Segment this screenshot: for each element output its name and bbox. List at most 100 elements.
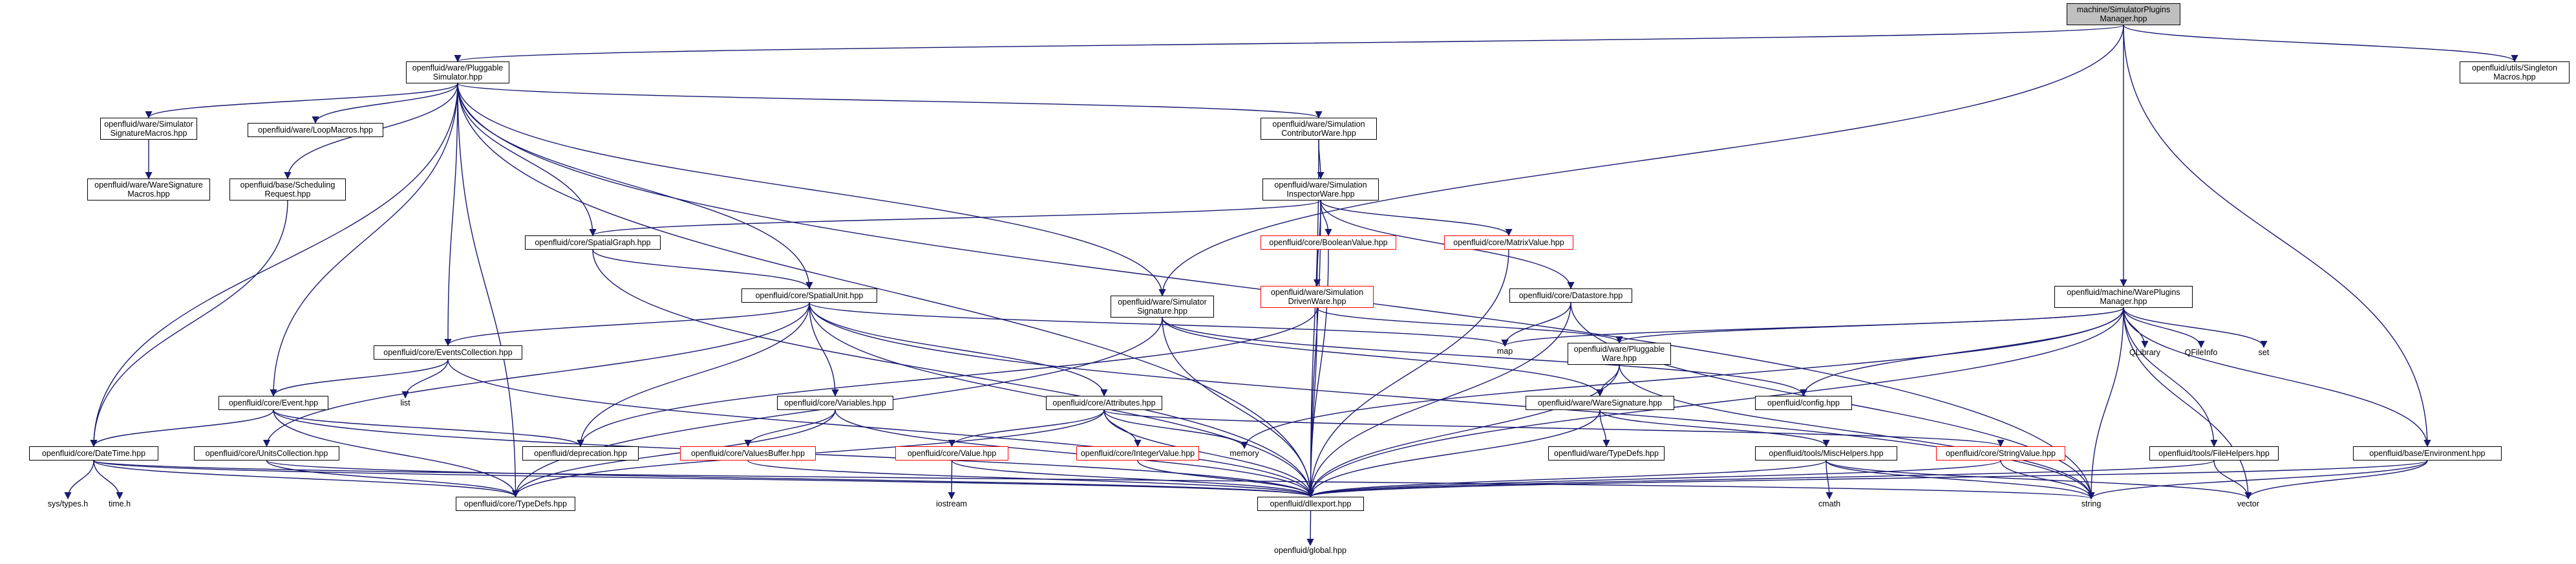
- edge-waresig-typedefsware: [1599, 409, 1610, 448]
- node-misc-helpers[interactable]: openfluid/tools/MiscHelpers.hpp: [1755, 446, 1897, 461]
- label-qfileinfo: QFileInfo: [2184, 348, 2218, 357]
- node-ware-signature-macros[interactable]: openfluid/ware/WareSignature Macros.hpp: [87, 179, 210, 201]
- node-ware-signature[interactable]: openfluid/ware/WareSignature.hpp: [1526, 396, 1674, 410]
- edge-unitscoll-coretypedefs: [266, 460, 519, 498]
- node-variables[interactable]: openfluid/core/Variables.hpp: [777, 396, 893, 410]
- label-global: openfluid/global.hpp: [1274, 546, 1347, 555]
- edge-wpm-vector: [2123, 307, 2252, 500]
- node-driven-ware[interactable]: openfluid/ware/Simulation DrivenWare.hpp: [1261, 286, 1374, 308]
- node-deprecation[interactable]: openfluid/deprecation.hpp: [522, 446, 639, 461]
- node-file-helpers[interactable]: openfluid/tools/FileHelpers.hpp: [2149, 446, 2279, 461]
- edge-plugsim-coretypedefs: [457, 83, 520, 498]
- edge-wpm-string: [2087, 307, 2124, 500]
- node-values-buffer[interactable]: openfluid/core/ValuesBuffer.hpp: [680, 446, 816, 461]
- edge-simsig-config: [1162, 317, 1807, 397]
- edge-root-simsig: [1158, 25, 2124, 297]
- node-datastore[interactable]: openfluid/core/Datastore.hpp: [1509, 288, 1632, 303]
- edge-waresig-dllexport: [1306, 409, 1601, 498]
- label-list: list: [400, 398, 410, 407]
- node-spatial-unit[interactable]: openfluid/core/SpatialUnit.hpp: [741, 288, 877, 303]
- edge-wpm-set: [2123, 307, 2268, 349]
- edge-datetime-timeh: [93, 460, 123, 500]
- node-environment[interactable]: openfluid/base/Environment.hpp: [2353, 446, 2502, 461]
- edge-mischelpers-dllexport: [1307, 460, 1827, 498]
- edge-stringval-dllexport: [1307, 460, 2001, 498]
- node-value[interactable]: openfluid/core/Value.hpp: [895, 446, 1008, 461]
- edge-waresig-mischelpers: [1599, 409, 1830, 448]
- edge-plugsim-dllexport: [457, 83, 1315, 498]
- edge-root-singleton: [2123, 25, 2518, 63]
- node-config[interactable]: openfluid/config.hpp: [1755, 396, 1852, 410]
- edge-value-dllexport: [951, 460, 1314, 498]
- label-string: string: [2081, 499, 2102, 508]
- edge-simsig-waresig: [1162, 317, 1604, 397]
- edge-datetime-systypes: [64, 460, 94, 500]
- node-loop-macros[interactable]: openfluid/ware/LoopMacros.hpp: [248, 123, 383, 137]
- edge-stringval-string: [2000, 460, 2095, 500]
- node-simulator-signature-macros[interactable]: openfluid/ware/Simulator SignatureMacros…: [100, 118, 197, 140]
- label-set: set: [2258, 348, 2270, 357]
- node-integer-value[interactable]: openfluid/core/IntegerValue.hpp: [1076, 446, 1199, 461]
- label-sys-types: sys/types.h: [47, 499, 89, 508]
- node-events-collection[interactable]: openfluid/core/EventsCollection.hpp: [374, 345, 522, 360]
- edge-variables-dllexport: [835, 409, 1314, 498]
- edge-environment-string: [2087, 460, 2428, 500]
- edge-variables-valuesbuffer: [744, 409, 836, 448]
- node-ware-typedefs[interactable]: openfluid/ware/TypeDefs.hpp: [1548, 446, 1665, 461]
- node-singleton-macros[interactable]: openfluid/utils/Singleton Macros.hpp: [2460, 61, 2570, 83]
- node-attributes[interactable]: openfluid/core/Attributes.hpp: [1046, 396, 1162, 410]
- edge-root-plugsim: [454, 25, 2124, 63]
- edge-dllexport-global: [1306, 510, 1314, 547]
- edge-spatialunit-eventscoll: [444, 302, 810, 347]
- edge-spatialunit-deprecation: [577, 302, 810, 448]
- edge-datetime-coretypedefs: [93, 460, 519, 498]
- node-scheduling-request[interactable]: openfluid/base/Scheduling Request.hpp: [229, 179, 346, 201]
- edge-attributes-memory: [1103, 409, 1248, 450]
- label-cmath: cmath: [1818, 499, 1841, 508]
- edge-intval-dllexport: [1137, 460, 1315, 498]
- edge-pluggableware-waresig: [1596, 364, 1620, 397]
- edge-plugsim-sigmacros: [145, 83, 458, 119]
- edge-simsig-dllexport: [1162, 317, 1315, 498]
- edge-plugsim-eventscoll: [444, 83, 458, 347]
- edge-plugsim-contrib: [457, 83, 1323, 119]
- edge-wpm-qfileinfo: [2123, 307, 2205, 349]
- node-spatial-graph[interactable]: openfluid/core/SpatialGraph.hpp: [525, 235, 661, 250]
- edge-event-coretypedefs: [273, 409, 520, 498]
- edge-filehelpers-vector: [2213, 460, 2252, 500]
- node-string-value[interactable]: openfluid/core/StringValue.hpp: [1936, 446, 2065, 461]
- edge-inspector-matrixval: [1320, 200, 1513, 237]
- label-memory: memory: [1229, 449, 1259, 458]
- node-pluggable-ware[interactable]: openfluid/ware/Pluggable Ware.hpp: [1568, 343, 1671, 365]
- edge-valuesbuffer-dllexport: [747, 460, 1314, 498]
- edge-spatialunit-string: [809, 302, 2095, 500]
- node-contributor-ware[interactable]: openfluid/ware/Simulation ContributorWar…: [1261, 118, 1377, 140]
- edge-drivenware-pluggableware: [1316, 307, 1623, 344]
- node-ware-plugins-manager[interactable]: openfluid/machine/WarePlugins Manager.hp…: [2054, 286, 2193, 308]
- node-matrix-value[interactable]: openfluid/core/MatrixValue.hpp: [1444, 235, 1573, 250]
- edge-inspector-dllexport: [1306, 200, 1321, 498]
- label-map: map: [1496, 347, 1513, 356]
- edge-wpm-environment: [2123, 307, 2431, 448]
- edge-spatialgraph-dllexport: [592, 249, 1315, 498]
- edge-spatialunit-variables: [809, 302, 839, 397]
- node-boolean-value[interactable]: openfluid/core/BooleanValue.hpp: [1261, 235, 1396, 250]
- node-units-collection[interactable]: openfluid/core/UnitsCollection.hpp: [194, 446, 339, 461]
- edge-pluggableware-string: [1619, 364, 2095, 500]
- edge-attributes-stringval: [1103, 409, 2005, 448]
- edge-mischelpers-vector: [1826, 460, 2252, 500]
- node-event[interactable]: openfluid/core/Event.hpp: [218, 396, 328, 410]
- node-core-typedefs[interactable]: openfluid/core/TypeDefs.hpp: [456, 497, 575, 511]
- node-inspector-ware[interactable]: openfluid/ware/Simulation InspectorWare.…: [1262, 179, 1379, 201]
- label-iostream: iostream: [936, 499, 967, 508]
- node-pluggable-simulator[interactable]: openfluid/ware/Pluggable Simulator.hpp: [406, 61, 509, 83]
- edge-unitscoll-dllexport: [266, 460, 1314, 498]
- edge-mischelpers-string: [1826, 460, 2095, 500]
- edge-eventscoll-dllexport: [447, 359, 1314, 498]
- edge-spatialgraph-spatialunit: [592, 249, 813, 290]
- edge-wpm-config: [1800, 307, 2124, 397]
- node-dllexport[interactable]: openfluid/dllexport.hpp: [1257, 497, 1364, 511]
- node-date-time[interactable]: openfluid/core/DateTime.hpp: [29, 446, 158, 461]
- edge-root-environment: [2123, 25, 2431, 448]
- node-simulator-signature[interactable]: openfluid/ware/Simulator Signature.hpp: [1111, 296, 1214, 318]
